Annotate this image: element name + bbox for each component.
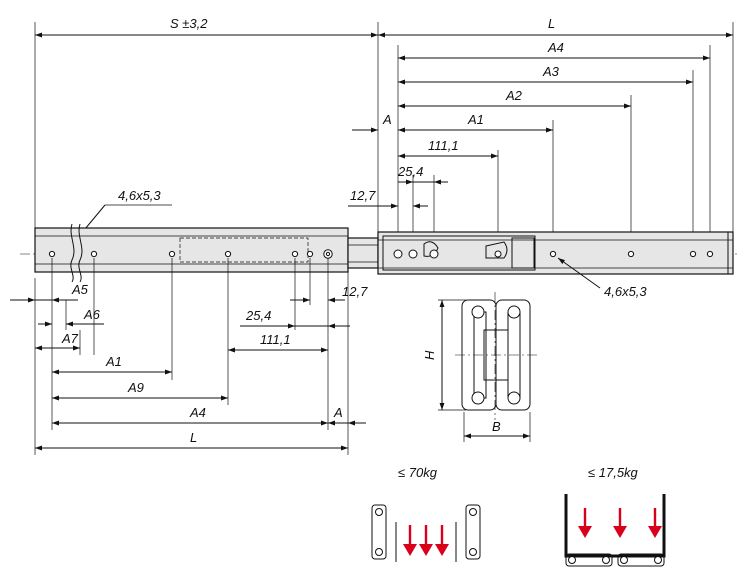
dim-A2-top-label: A2	[505, 88, 523, 103]
dim-A1-bottom-label: A1	[105, 354, 122, 369]
slide-side-view: 4,6x5,3	[20, 223, 740, 299]
hole-left-label: 4,6x5,3	[118, 188, 161, 203]
dim-111-bottom-label: 111,1	[260, 332, 291, 347]
hole-right-label: 4,6x5,3	[604, 284, 647, 299]
dim-A4-top-label: A4	[547, 40, 564, 55]
dim-L-bottom-label: L	[190, 430, 197, 445]
dim-111-top-label: 111,1	[428, 138, 459, 153]
load-capacity-flat-mount: ≤ 17,5kg	[564, 465, 666, 567]
dim-A6-label: A6	[83, 307, 101, 322]
dim-B-label: B	[492, 419, 501, 434]
dim-A-bottom-label: A	[333, 405, 343, 420]
dim-127-bottom-label: 12,7	[342, 284, 368, 299]
dim-25-top-label: 25,4	[397, 164, 423, 179]
dim-A9-label: A9	[127, 380, 144, 395]
load-flat-label: ≤ 17,5kg	[588, 465, 639, 480]
dim-A-top-label: A	[382, 112, 392, 127]
load-side-label: ≤ 70kg	[398, 465, 438, 480]
dim-A1-top-label: A1	[467, 112, 484, 127]
dim-stroke-label: S ±3,2	[170, 16, 208, 31]
bottom-dimensions: A5 A6 A7 A1 A9 A4 A L 12,7 25,4	[10, 258, 368, 455]
cross-section-view: H B	[422, 292, 540, 442]
top-dimensions: S ±3,2 L A4 A3 A2 A1 A 111,1 25,4 12,7	[34, 16, 734, 248]
dim-A7-label: A7	[61, 331, 79, 346]
dim-H-label: H	[422, 350, 437, 360]
dim-A3-top-label: A3	[542, 64, 560, 79]
dim-L-top-label: L	[548, 16, 555, 31]
dim-25-bottom-label: 25,4	[245, 308, 271, 323]
dim-127-top-label: 12,7	[350, 188, 376, 203]
dim-A5-label: A5	[71, 282, 89, 297]
load-capacity-side-mount: ≤ 70kg	[371, 465, 481, 562]
dim-A4-bottom-label: A4	[189, 405, 206, 420]
